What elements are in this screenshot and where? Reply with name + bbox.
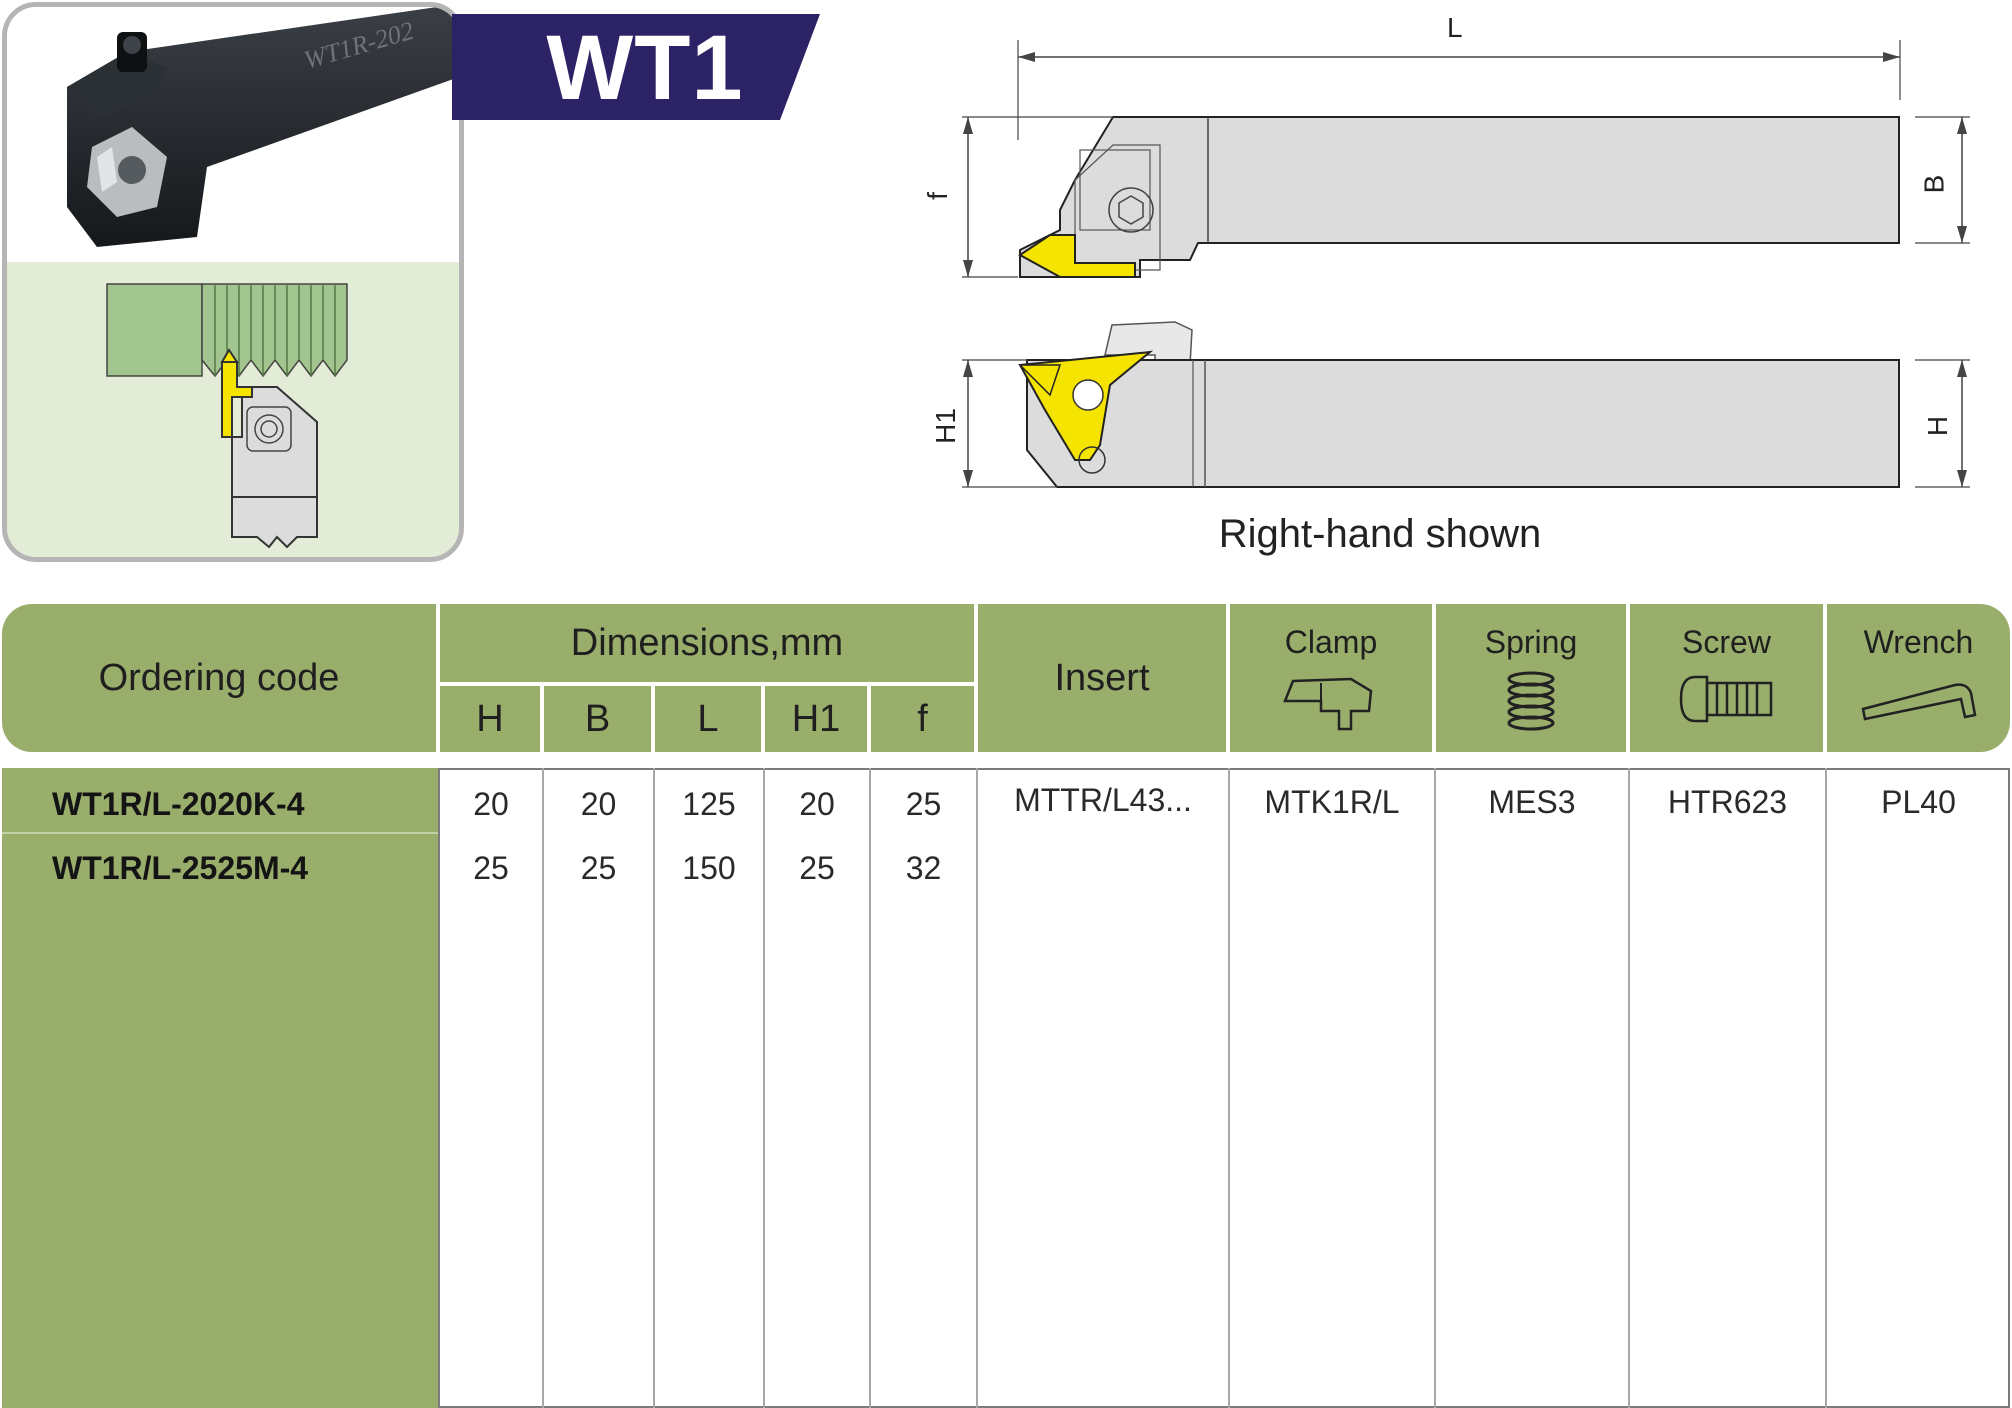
series-title: WT1 xyxy=(546,17,744,119)
cell-f: 32 xyxy=(905,850,942,886)
column-divider xyxy=(1628,768,1630,1408)
dim-label-H: H xyxy=(1922,415,1954,437)
screw-icon xyxy=(1679,675,1772,723)
cell-insert: MTTR/L43... xyxy=(1014,782,1192,818)
header-dim-B: B xyxy=(544,686,651,752)
column-divider xyxy=(1228,768,1230,1408)
header-spring-label: Spring xyxy=(1484,624,1578,660)
hex-wrench-icon xyxy=(1861,683,1976,721)
cell-L: 150 xyxy=(682,850,736,886)
drawing-caption: Right-hand shown xyxy=(1218,512,1542,556)
spring-icon xyxy=(1507,671,1555,731)
header-dim-L: L xyxy=(655,686,761,752)
row-divider xyxy=(2,832,438,834)
column-divider xyxy=(542,768,544,1408)
header-wrench: Wrench xyxy=(1827,604,2010,752)
cell-clamp: MTK1R/L xyxy=(1264,784,1400,820)
side-view-drawing xyxy=(962,40,1970,278)
cell-H: 20 xyxy=(473,786,509,822)
cell-screw: HTR623 xyxy=(1667,784,1788,820)
header-dim-H1: H1 xyxy=(765,686,867,752)
series-banner xyxy=(452,14,820,120)
cell-spring: MES3 xyxy=(1488,784,1576,820)
cell-f: 25 xyxy=(905,786,942,822)
cell-H: 25 xyxy=(473,850,509,886)
product-photo: WT1R-202 xyxy=(7,7,459,262)
header-screw-label: Screw xyxy=(1682,624,1771,660)
top-view-drawing xyxy=(962,321,1970,488)
cell-H1: 25 xyxy=(799,850,835,886)
clamp-icon xyxy=(1283,677,1373,731)
cell-B: 20 xyxy=(580,786,617,822)
dim-label-B: B xyxy=(1918,174,1950,194)
header-dim-H: H xyxy=(440,686,540,752)
header-spring: Spring xyxy=(1436,604,1626,752)
product-image-card: WT1R-202 xyxy=(2,2,464,562)
column-divider xyxy=(1434,768,1436,1408)
ordering-code: WT1R/L-2020K-4 xyxy=(52,786,305,822)
header-screw: Screw xyxy=(1630,604,1823,752)
column-divider xyxy=(869,768,871,1408)
cell-wrench: PL40 xyxy=(1881,784,1956,820)
cell-L: 125 xyxy=(682,786,736,822)
column-divider xyxy=(976,768,978,1408)
column-divider xyxy=(653,768,655,1408)
ordering-code: WT1R/L-2525M-4 xyxy=(52,850,309,886)
header-insert: Insert xyxy=(978,604,1226,752)
header-wrench-label: Wrench xyxy=(1863,624,1974,660)
dim-label-f: f xyxy=(921,192,953,200)
header-dimensions: Dimensions,mm xyxy=(440,604,974,682)
header-dim-f: f xyxy=(871,686,974,752)
header-clamp-label: Clamp xyxy=(1284,624,1378,660)
cell-H1: 20 xyxy=(799,786,835,822)
dim-label-L: L xyxy=(1447,12,1463,43)
cell-B: 25 xyxy=(580,850,617,886)
ordering-code-column xyxy=(2,768,438,1408)
column-divider xyxy=(763,768,765,1408)
thread-turning-diagram xyxy=(7,262,459,557)
dim-label-H1: H1 xyxy=(929,408,961,444)
header-ordering-code: Ordering code xyxy=(2,604,436,752)
header-clamp: Clamp xyxy=(1230,604,1432,752)
table-body xyxy=(438,768,2010,1408)
column-divider xyxy=(1825,768,1827,1408)
